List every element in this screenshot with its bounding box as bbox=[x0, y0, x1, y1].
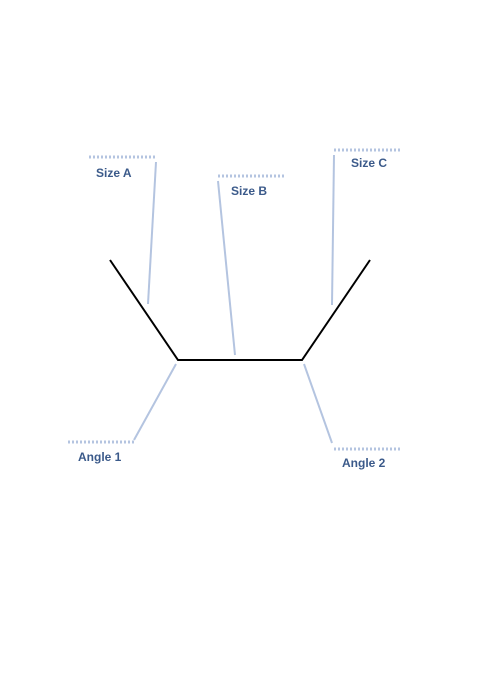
size-c-label: Size C bbox=[351, 156, 387, 170]
angle-2-label: Angle 2 bbox=[342, 456, 386, 470]
size-b-label: Size B bbox=[231, 184, 267, 198]
size-c-leader-line bbox=[331, 154, 335, 306]
size-a-callout: Size A bbox=[89, 155, 157, 305]
angle-2-leader-line bbox=[303, 363, 333, 444]
size-a-label: Size A bbox=[96, 166, 132, 180]
angle-1-leader-line bbox=[133, 363, 177, 441]
size-b-leader-line bbox=[217, 180, 236, 356]
angle-2-callout: Angle 2 bbox=[303, 363, 400, 470]
size-b-callout: Size B bbox=[217, 174, 284, 356]
size-a-leader-line bbox=[147, 161, 157, 305]
angle-1-label: Angle 1 bbox=[78, 450, 122, 464]
angle-1-callout: Angle 1 bbox=[68, 363, 177, 464]
size-c-callout: Size C bbox=[331, 148, 400, 306]
profile-shape bbox=[109, 259, 371, 361]
